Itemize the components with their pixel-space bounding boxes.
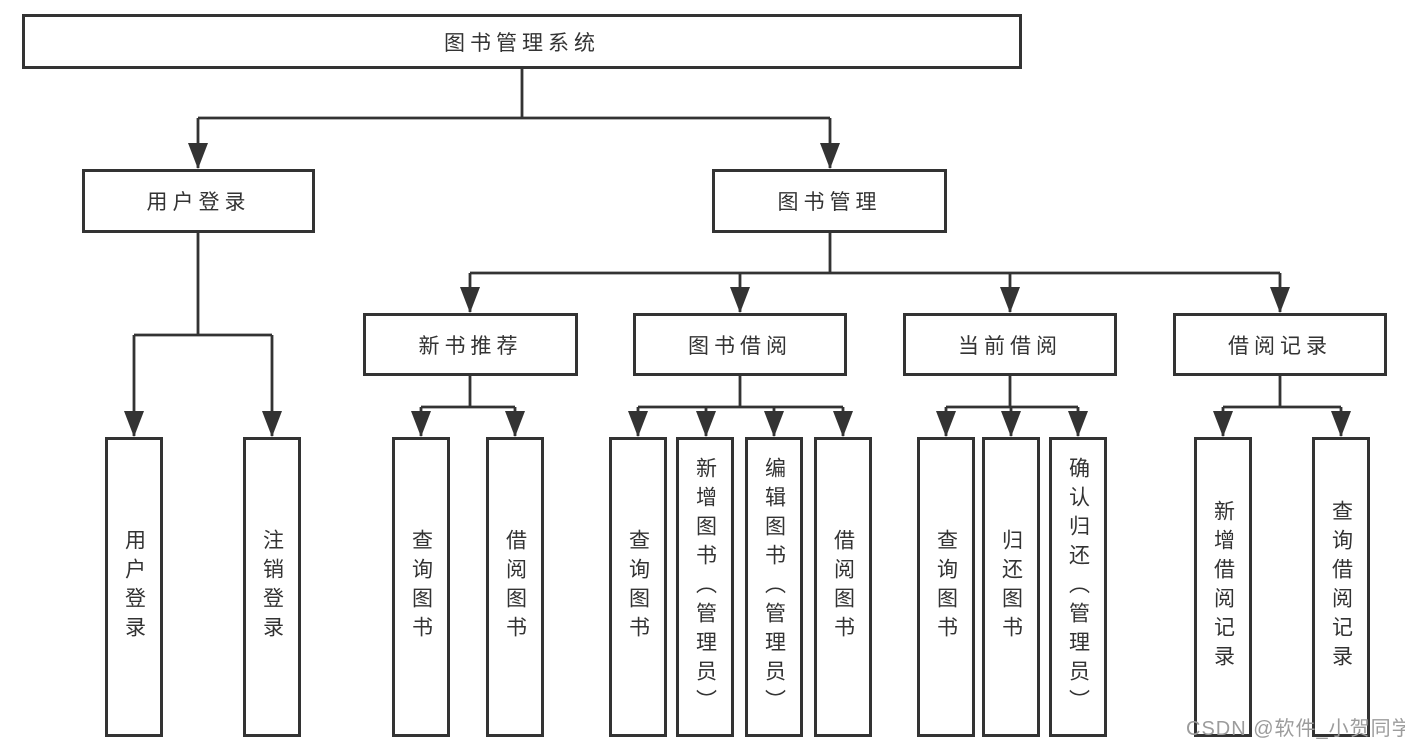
leaf-borrow-books-1-label: 借阅图书: [503, 529, 527, 645]
node-current-borrow-label: 当前借阅: [958, 334, 1062, 358]
leaf-borrow-books-1: 借阅图书: [486, 437, 544, 737]
node-book-management: 图书管理: [712, 169, 947, 233]
leaf-query-books-1-label: 查询图书: [409, 529, 433, 645]
connector-book-borrow: [638, 376, 843, 409]
leaf-logout: 注销登录: [243, 437, 301, 737]
leaf-confirm-return-admin-label: 确认归还（管理员）: [1066, 456, 1090, 718]
node-borrow-records: 借阅记录: [1173, 313, 1387, 376]
leaf-add-borrow-record: 新增借阅记录: [1194, 437, 1252, 737]
leaf-edit-book-admin: 编辑图书（管理员）: [745, 437, 803, 737]
node-new-book-recommend-label: 新书推荐: [418, 334, 523, 358]
leaf-query-books-2: 查询图书: [609, 437, 667, 737]
leaf-query-books-2-label: 查询图书: [626, 529, 650, 645]
leaf-confirm-return-admin: 确认归还（管理员）: [1049, 437, 1107, 737]
node-book-borrow: 图书借阅: [633, 313, 847, 376]
node-book-borrow-label: 图书借阅: [688, 334, 792, 358]
leaf-add-book-admin: 新增图书（管理员）: [676, 437, 734, 737]
connector-borrow-records: [1223, 376, 1341, 409]
csdn-watermark: CSDN @软件_小贺同学: [1186, 718, 1405, 740]
node-new-book-recommend: 新书推荐: [363, 313, 578, 376]
leaf-user-login-label: 用户登录: [122, 529, 146, 645]
connector-book-management: [470, 233, 1280, 275]
node-user-login: 用户登录: [82, 169, 315, 233]
leaf-return-book-label: 归还图书: [999, 529, 1023, 645]
connector-new-book: [421, 376, 515, 409]
leaf-query-borrow-record-label: 查询借阅记录: [1329, 500, 1353, 674]
leaf-query-books-1: 查询图书: [392, 437, 450, 737]
node-root: 图书管理系统: [22, 14, 1022, 69]
connector-current-borrow: [946, 376, 1078, 409]
leaf-add-book-admin-label: 新增图书（管理员）: [693, 456, 717, 718]
leaf-return-book: 归还图书: [982, 437, 1040, 737]
leaf-query-books-3: 查询图书: [917, 437, 975, 737]
node-current-borrow: 当前借阅: [903, 313, 1117, 376]
leaf-borrow-books-2: 借阅图书: [814, 437, 872, 737]
leaf-logout-label: 注销登录: [260, 529, 284, 645]
leaf-borrow-books-2-label: 借阅图书: [831, 529, 855, 645]
node-root-label: 图书管理系统: [444, 31, 600, 55]
leaf-query-books-3-label: 查询图书: [934, 529, 958, 645]
connector-user-login: [134, 233, 272, 337]
leaf-query-borrow-record: 查询借阅记录: [1312, 437, 1370, 737]
leaf-edit-book-admin-label: 编辑图书（管理员）: [762, 456, 786, 718]
connector-root: [198, 69, 830, 120]
leaf-user-login: 用户登录: [105, 437, 163, 737]
node-user-login-label: 用户登录: [146, 191, 251, 214]
leaf-add-borrow-record-label: 新增借阅记录: [1211, 500, 1235, 674]
node-borrow-records-label: 借阅记录: [1228, 334, 1332, 358]
node-book-management-label: 图书管理: [777, 191, 882, 214]
